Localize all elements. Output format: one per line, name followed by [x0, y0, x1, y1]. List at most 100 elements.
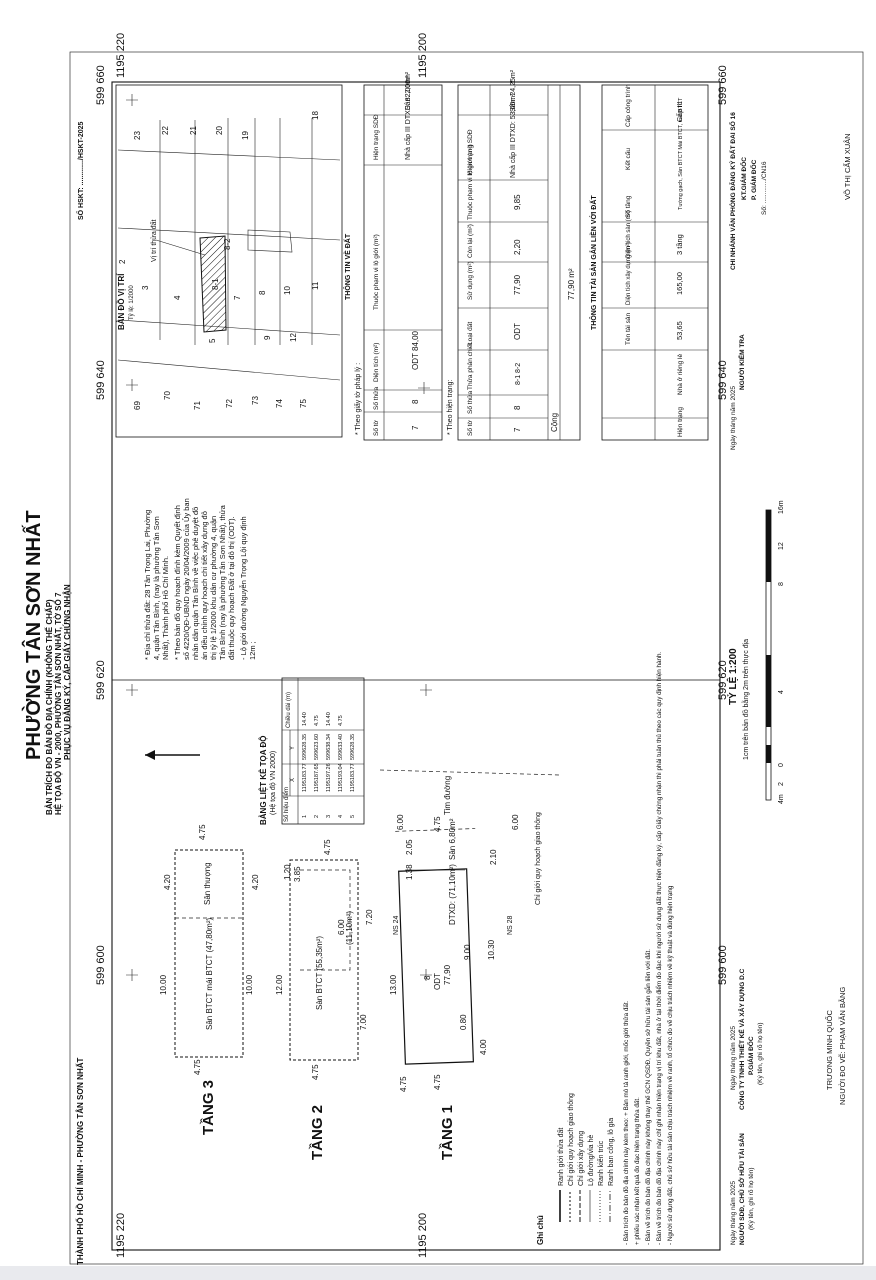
map-number: 20: [215, 126, 224, 135]
floor-2-label: TẦNG 2: [309, 1105, 326, 1160]
current-table: * Theo hiện trạng: Số tờ Số thửa Thửa ph…: [447, 69, 581, 441]
legal-header-1: Số thửa: [371, 386, 380, 410]
floor-3-dim-4: 10.00: [245, 974, 254, 995]
coord-cell: 599633.40: [338, 734, 344, 760]
legal-table: THÔNG TIN VỀ ĐẤT * Theo giấy tờ pháp lý …: [342, 71, 443, 441]
map-number: 2: [118, 259, 127, 264]
map-number: 7: [233, 295, 242, 300]
grid-label-x640-b: 599 640: [717, 360, 729, 400]
office-person: VÕ THỊ CẨM XUÂN: [843, 133, 852, 200]
header-top-left: THÀNH PHỐ HỒ CHÍ MINH - PHƯỜNG TÂN SƠN N…: [75, 1057, 85, 1265]
scale-tick-label: 2: [778, 782, 785, 786]
header-line3: PHỤC VỤ ĐĂNG KÝ, CẤP GIẤY CHỨNG NHẬN: [62, 584, 72, 760]
floor-1-boundary: Chỉ giới quy hoạch giao thông: [534, 812, 542, 905]
floor-3-name: Sân BTCT mái BTCT (47,80m²): [205, 917, 214, 1030]
scale-bar: TỶ LỆ 1:200 1cm trên bản đồ bằng 2m trên…: [726, 500, 785, 804]
coord-cell: 5: [350, 815, 356, 818]
note-road-line: 12m ;: [248, 641, 257, 660]
map-number: 12: [289, 333, 298, 342]
map-number: 8-2: [223, 238, 232, 250]
map-number: 75: [299, 399, 308, 408]
office-role2: P. GIÁM ĐỐC: [748, 159, 758, 200]
note-planning-line: thị tỷ lệ 1/2000 khu dân cư phường 4, qu…: [209, 516, 218, 660]
north-arrow: [145, 750, 200, 760]
current-header-1: Số thửa: [465, 390, 474, 414]
floor-1-dim-10: NS 28: [507, 915, 514, 935]
current-header-0: Số tờ: [465, 419, 474, 436]
assets-cell-0: Nhà ở riêng lẻ: [676, 353, 684, 395]
floor-2-dim-9: 4.75: [311, 1064, 320, 1080]
legend-note: + phiếu xác nhận kết quả đo đạc hiện trạ…: [632, 1097, 641, 1245]
floor-1-odt: ODT: [433, 973, 442, 990]
legend-item: Ranh giới thửa đất: [556, 1128, 565, 1186]
coord-table-title: BẢNG LIỆT KÊ TỌA ĐỘ: [259, 736, 268, 825]
current-header-2: Thửa phân chiết: [465, 342, 474, 390]
floor-3-dim-1: 10.00: [159, 974, 168, 995]
coord-cell: 1195197.26: [326, 763, 332, 792]
outer-border: [69, 51, 864, 1265]
coord-cell: 4.75: [314, 715, 320, 726]
legal-header-3: Thuộc phạm vi lộ giới (m²): [373, 234, 380, 310]
note-planning-line: số 4220/QĐ-UBND ngày 20/04/2009 của Ủy b…: [182, 498, 191, 660]
note-address-line: * Địa chỉ thửa đất: 28 Tân Trọng Lai, Ph…: [143, 510, 152, 660]
map-number: 8: [258, 290, 267, 295]
current-header-6: Thuộc phạm vi lộ giới (m²): [467, 144, 474, 220]
current-header-7: Hiện trạng SDĐ: [467, 129, 474, 175]
assets-title: THÔNG TIN TÀI SẢN GẮN LIỀN VỚI ĐẤT: [588, 195, 598, 330]
floor-2-dim-1: 12.00: [275, 974, 284, 995]
map-number: 73: [251, 396, 260, 405]
highlighted-parcel: [199, 235, 227, 333]
checker: NGƯỜI KIỂM TRA: [737, 334, 746, 390]
location-map: BẢN ĐỒ VỊ TRÍ Tỷ lệ: 1/2000 Vị trí thửa …: [115, 84, 343, 438]
map-number: 18: [311, 111, 320, 120]
floor-1-dim-11: 2.10: [489, 849, 498, 865]
scale-tick-label: 8: [778, 582, 785, 586]
floor-1: TẦNG 1 ODT 8 77,90 DTXD: (71,10m²) Sân 6…: [379, 769, 561, 1160]
map-number: 23: [133, 131, 142, 140]
coord-cell: 599628.35: [302, 734, 308, 760]
coord-cell: 599638.34: [326, 734, 332, 760]
current-cell-5: 2,20: [513, 239, 522, 255]
map-number: 4: [173, 295, 182, 300]
note-planning-line: Tân Bình (nay là phường Tân Sơn Nhất), t…: [218, 504, 227, 660]
legal-yard: Sân: 2,00m²: [405, 71, 412, 110]
scale-tick-label: 4: [778, 690, 785, 694]
current-total-label: Cộng: [550, 413, 559, 432]
current-cell-1: 8: [513, 405, 522, 410]
floor-2-name: Sàn BTCT (55,35m²): [315, 936, 324, 1010]
assets-header-2: Diện tích sàn (m²): [626, 210, 632, 258]
map-number: 21: [189, 126, 198, 135]
floor-2: TẦNG 2 Sàn BTCT (55,35m²) 12.00 4.75 1.2…: [275, 839, 374, 1160]
floor-2-dim-2: 4.75: [323, 839, 332, 855]
office-no: Số: ............./CN16: [759, 161, 768, 215]
current-cell-3: ODT: [513, 323, 522, 340]
current-header-4: Sử dụng (m²): [466, 261, 474, 300]
current-total: 77,90 m²: [567, 268, 576, 300]
floor-1-dtxd: DTXD: (71,10m²): [448, 864, 457, 925]
scale-tick-label: 4m: [778, 794, 785, 804]
assets-cell-1: 53,65: [675, 321, 684, 340]
assets-header-3: Số tầng: [623, 195, 632, 218]
floor-3-dim-5: 4.20: [251, 874, 260, 890]
floor-1-dim-15: 4.75: [399, 1076, 408, 1092]
grid-crosses: [126, 94, 432, 981]
floor-1-dim-14: 4.00: [479, 1039, 488, 1055]
company-name: CÔNG TY TNHH THIẾT KẾ VÀ XÂY DỰNG D.C: [736, 968, 746, 1110]
legend-note: - Bản vẽ trích đo bản đồ địa chính này k…: [643, 949, 652, 1245]
assets-header-1: Diện tích xây dựng (m²): [626, 242, 632, 305]
legend-item: Chỉ giới quy hoạch giao thông: [567, 1093, 575, 1186]
map-number: 3: [141, 285, 150, 290]
legal-cell-4: Nhà cấp III DTXD: 82,00m²: [403, 75, 412, 160]
owner-role: NGƯỜI SDĐ, CHỦ SỞ HỮU TÀI SẢN: [737, 1133, 746, 1245]
coord-rows: 11195183.77599628.3514.4021195187.655996…: [302, 712, 356, 818]
coord-cell: 599623.60: [314, 734, 320, 760]
grid-label-x640: 599 640: [95, 360, 107, 400]
floor-3: TẦNG 3 Sân BTCT mái BTCT (47,80m²) Sân t…: [159, 824, 260, 1135]
current-cell-2: 8-1 8-2: [515, 363, 522, 385]
legal-cell-2: ODT 84,00: [411, 330, 420, 370]
assets-cell-5: Cấp III: [675, 101, 684, 122]
floor-2-dim-4: 3.85: [293, 866, 302, 882]
owner-note: (Ký tên, ghi rõ họ tên): [748, 1167, 755, 1230]
legend-item: Ranh ban công, lô gia: [608, 1118, 615, 1186]
floor-1-dim-13: 0.80: [459, 1014, 468, 1030]
